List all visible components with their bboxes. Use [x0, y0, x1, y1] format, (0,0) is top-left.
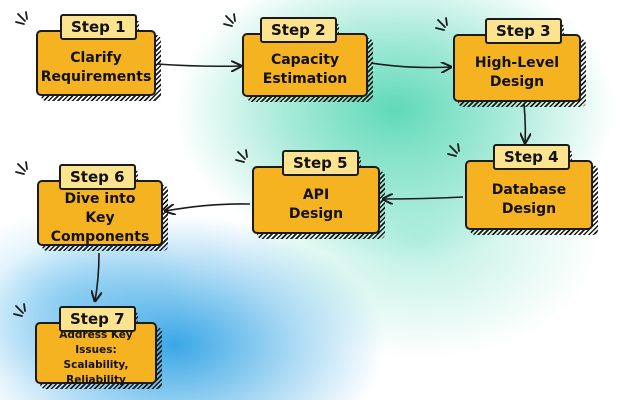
- step-2-text: Capacity Estimation: [262, 52, 348, 87]
- step-5-node: API Design Step 5: [252, 150, 385, 239]
- step-1-tag: Step 1: [60, 14, 139, 42]
- step-5-text: API Design: [288, 187, 344, 222]
- step-6-node: Dive into Key Components Step 6: [37, 164, 168, 251]
- arrow-step-6-to-step-7: [95, 252, 99, 301]
- step-7-text: Address Key Issues: Scalability, Reliabi…: [59, 329, 133, 386]
- step-4-node: Database Design Step 4: [465, 144, 598, 235]
- step-2-tag: Step 2: [260, 17, 339, 45]
- step-3-tag: Step 3: [485, 18, 564, 46]
- step-4-text: Database Design: [491, 182, 567, 217]
- step-6-tag: Step 6: [59, 164, 138, 192]
- sparkle-icon: [235, 149, 248, 163]
- arrow-step-5-to-step-6: [165, 203, 251, 211]
- arrow-step-1-to-step-2: [156, 64, 241, 66]
- arrow-step-2-to-step-3: [370, 63, 451, 68]
- arrow-step-3-to-step-4: [524, 103, 525, 143]
- step-2-node: Capacity Estimation Step 2: [242, 17, 373, 102]
- sparkle-icon: [13, 303, 26, 317]
- sparkle-icon: [15, 11, 28, 25]
- sparkle-icon: [447, 143, 460, 157]
- sparkle-icon: [223, 13, 236, 27]
- step-1-node: Clarify Requirements Step 1: [36, 14, 161, 101]
- step-7-node: Address Key Issues: Scalability, Reliabi…: [35, 306, 162, 389]
- sparkle-icon: [435, 17, 448, 31]
- step-6-text: Dive into Key Components: [50, 190, 150, 245]
- step-7-tag: Step 7: [59, 306, 138, 334]
- step-5-tag: Step 5: [282, 150, 361, 178]
- sparkle-icon: [15, 161, 28, 175]
- arrow-step-4-to-step-5: [383, 197, 464, 199]
- step-4-tag: Step 4: [493, 144, 572, 172]
- step-3-node: High-Level Design Step 3: [453, 18, 586, 107]
- step-1-text: Clarify Requirements: [40, 50, 152, 85]
- step-3-text: High-Level Design: [474, 55, 560, 90]
